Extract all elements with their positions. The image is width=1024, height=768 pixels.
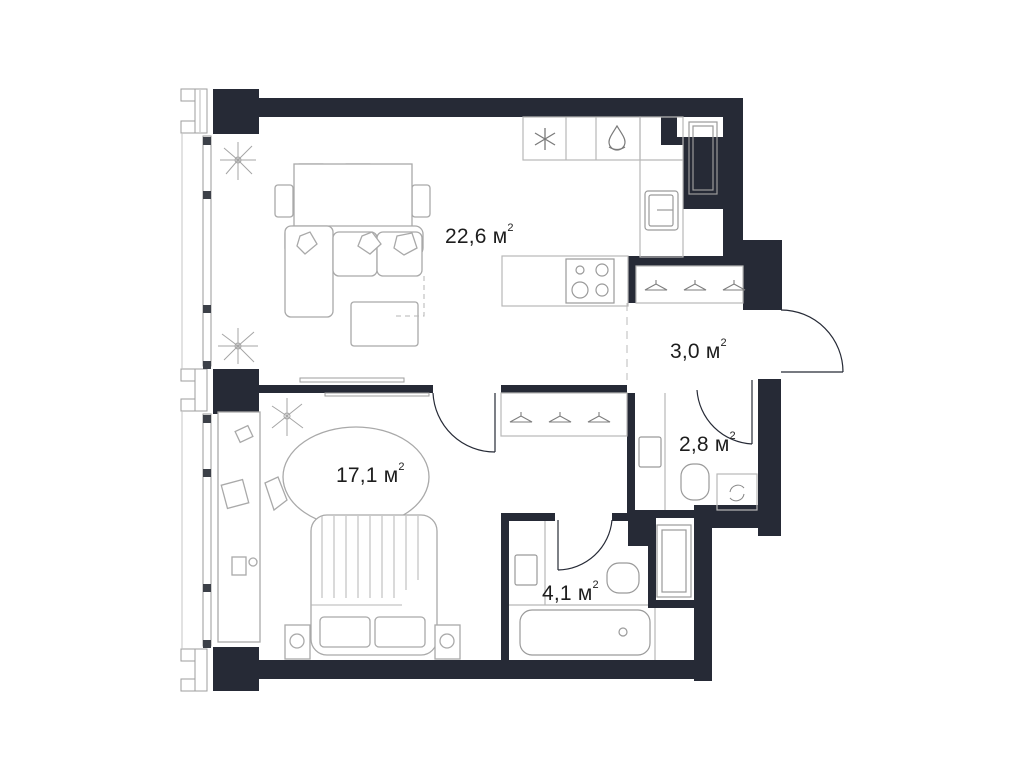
hanger-icon xyxy=(509,280,746,423)
room-area-bedroom: 17,1 м2 xyxy=(336,461,405,487)
room-area-living-kitchen: 22,6 м2 xyxy=(445,222,514,248)
walls xyxy=(213,89,782,691)
fridge-snowflake-icon xyxy=(534,128,556,150)
kitchen xyxy=(501,116,684,307)
doors xyxy=(299,303,844,571)
living-furniture xyxy=(218,142,431,364)
wc-fixtures xyxy=(638,393,758,511)
bathroom-fixtures xyxy=(509,521,692,660)
water-drop-icon xyxy=(608,124,626,151)
wardrobes xyxy=(500,265,746,437)
room-area-bathroom: 4,1 м2 xyxy=(542,579,599,605)
cooktop-icon xyxy=(565,258,615,304)
room-area-hallway: 3,0 м2 xyxy=(670,337,727,363)
plant-icon xyxy=(220,142,256,180)
room-area-wc: 2,8 м2 xyxy=(679,430,736,456)
bedroom-furniture xyxy=(217,398,461,660)
plant-icon xyxy=(218,328,258,364)
washing-machine-icon xyxy=(729,484,745,502)
window-frames-left xyxy=(180,88,212,692)
